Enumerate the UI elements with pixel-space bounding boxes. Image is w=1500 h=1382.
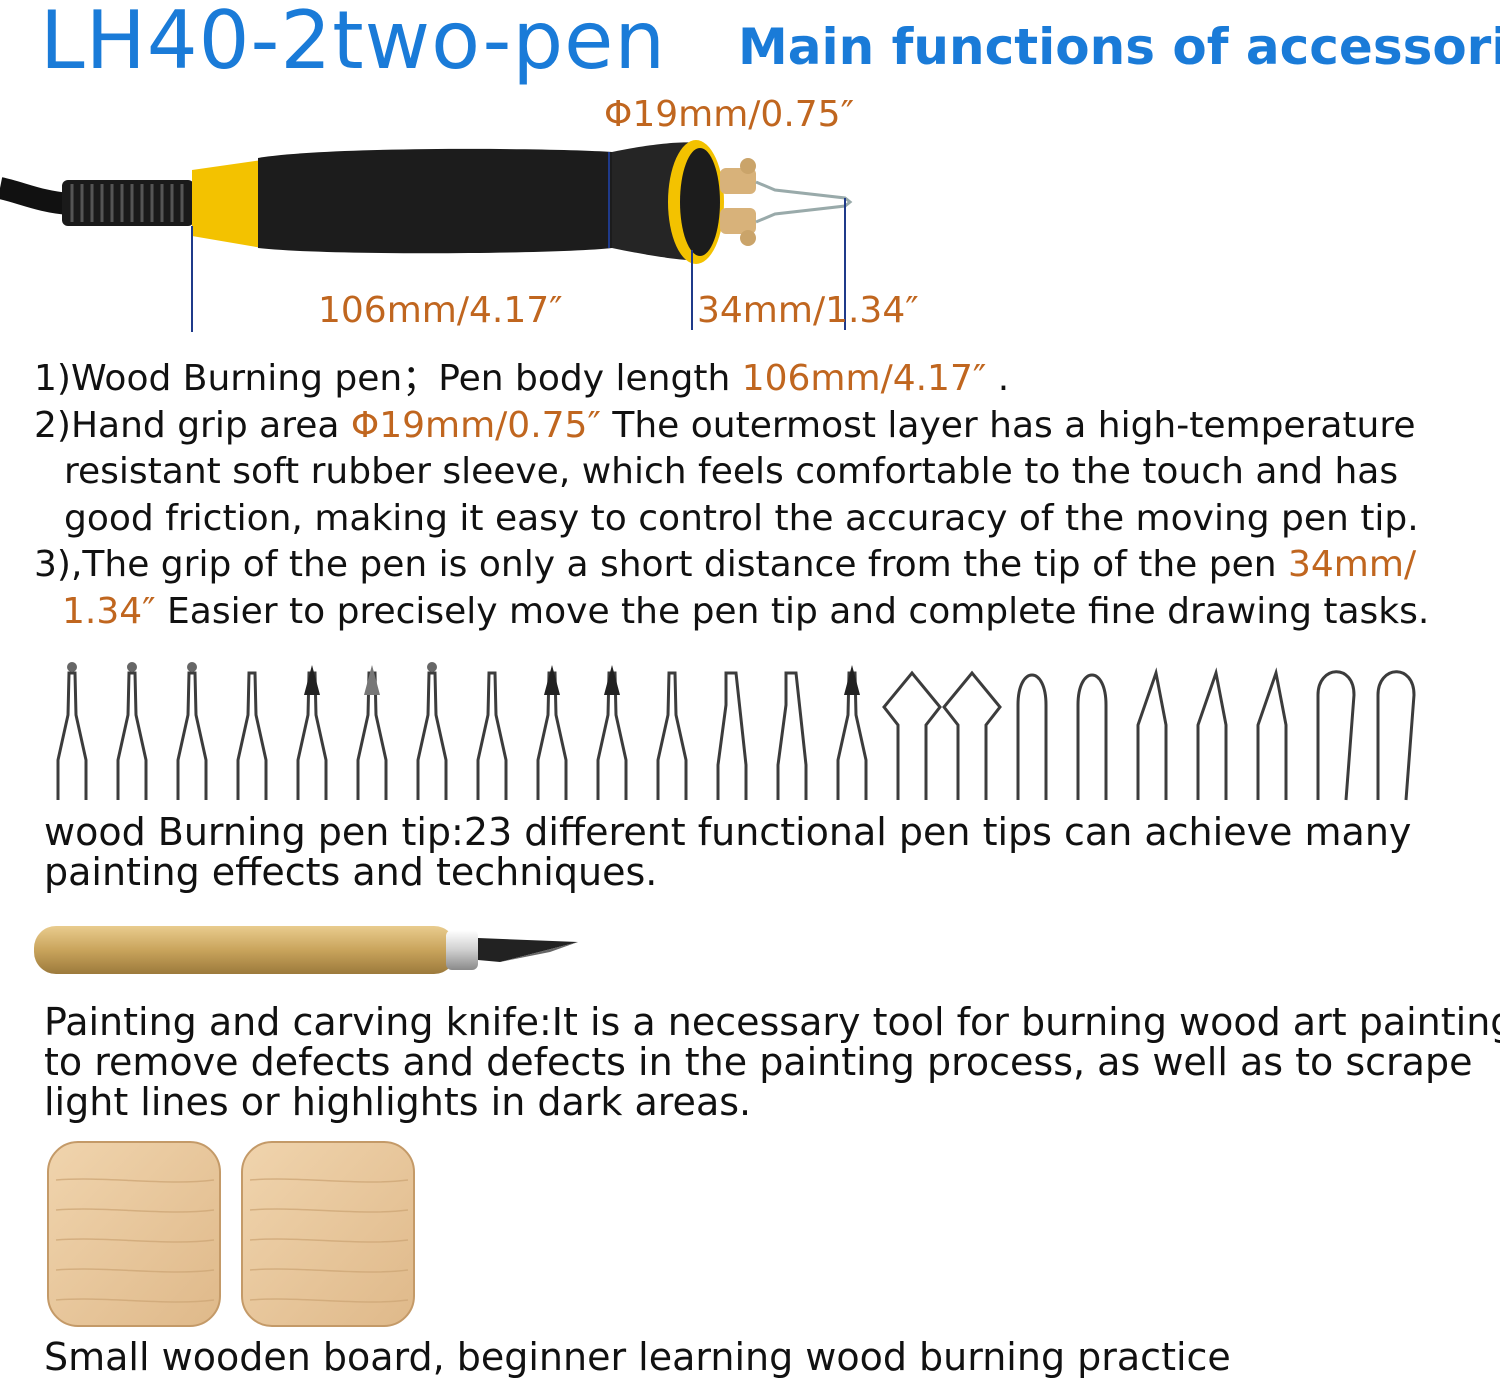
description-block: 1)Wood Burning pen；Pen body length 106mm… <box>34 356 1429 635</box>
pen-tip-19 <box>1136 667 1168 800</box>
wood-burning-pen-illustration <box>0 140 853 332</box>
line6-suffix: Easier to precisely move the pen tip and… <box>155 590 1430 632</box>
description-line-5: 3),The grip of the pen is only a short d… <box>34 542 1429 589</box>
tips-caption: wood Burning pen tip:23 different functi… <box>44 812 1411 892</box>
pen-tip-1 <box>56 662 88 800</box>
pen-tip-21 <box>1256 667 1288 800</box>
pen-tip-18 <box>1076 673 1108 800</box>
pen-tip-23 <box>1376 670 1416 801</box>
description-line-3: resistant soft rubber sleeve, which feel… <box>64 451 1399 492</box>
description-line-4: good friction, making it easy to control… <box>64 497 1419 539</box>
line6-value: 1.34″ <box>62 590 156 632</box>
product-title: LH40-2two-pen <box>40 0 667 87</box>
grip-diameter-label: Φ19mm/0.75″ <box>604 94 855 135</box>
body-length-label: 106mm/4.17″ <box>318 290 563 331</box>
pen-tip-15 <box>882 670 942 800</box>
description-line-1: 1)Wood Burning pen；Pen body length 106mm… <box>34 356 1429 403</box>
pen-tip-20 <box>1196 667 1228 800</box>
pen-tip-11 <box>656 671 688 800</box>
knife-caption-line-2: to remove defects and defects in the pai… <box>44 1040 1473 1084</box>
pen-tip-13 <box>776 671 808 800</box>
tips-caption-line-1: wood Burning pen tip:23 different functi… <box>44 810 1412 854</box>
line1-value: 106mm/4.17″ <box>741 358 987 399</box>
carving-knife-illustration <box>34 926 578 974</box>
pen-tips-illustration <box>56 662 1416 801</box>
pen-tip-12 <box>716 671 748 800</box>
pen-tip-9 <box>536 665 568 800</box>
line5-text: 3),The grip of the pen is only a short d… <box>34 544 1288 585</box>
knife-caption: Painting and carving knife:It is a neces… <box>44 1002 1500 1122</box>
tips-caption-line-2: painting effects and techniques. <box>44 850 658 894</box>
line2-suffix: The outermost layer has a high-temperatu… <box>600 404 1416 446</box>
pen-tip-3 <box>176 662 208 800</box>
pen-tip-10 <box>596 665 628 800</box>
line2-text: 2)Hand grip area <box>34 404 351 446</box>
pen-tip-7 <box>416 662 448 800</box>
pen-tip-16 <box>942 670 1002 800</box>
pen-tip-17 <box>1016 673 1048 800</box>
pen-tip-14 <box>836 665 868 800</box>
line2-value: Φ19mm/0.75″ <box>350 404 601 446</box>
tip-distance-label: 34mm/1.34″ <box>697 290 919 331</box>
description-line-6: 1.34″ Easier to precisely move the pen t… <box>34 589 1429 636</box>
wooden-boards-illustration <box>47 1141 415 1327</box>
wood-board-1 <box>47 1141 221 1327</box>
pen-tip-22 <box>1316 670 1356 801</box>
wood-board-2 <box>241 1141 415 1327</box>
line5-value: 34mm/ <box>1288 544 1417 585</box>
pen-tip-4 <box>236 671 268 800</box>
pen-tip-5 <box>296 665 328 800</box>
board-caption: Small wooden board, beginner learning wo… <box>44 1335 1231 1379</box>
pen-tip-6 <box>356 665 388 800</box>
line1-suffix: . <box>986 358 1010 399</box>
knife-caption-line-3: light lines or highlights in dark areas. <box>44 1080 752 1124</box>
line1-text: 1)Wood Burning pen；Pen body length <box>34 358 742 399</box>
section-title: Main functions of accessorie <box>738 18 1500 76</box>
knife-caption-line-1: Painting and carving knife:It is a neces… <box>44 1000 1500 1044</box>
pen-tip-2 <box>116 662 148 800</box>
pen-tip-8 <box>476 671 508 800</box>
description-line-2: 2)Hand grip area Φ19mm/0.75″ The outermo… <box>34 403 1429 450</box>
